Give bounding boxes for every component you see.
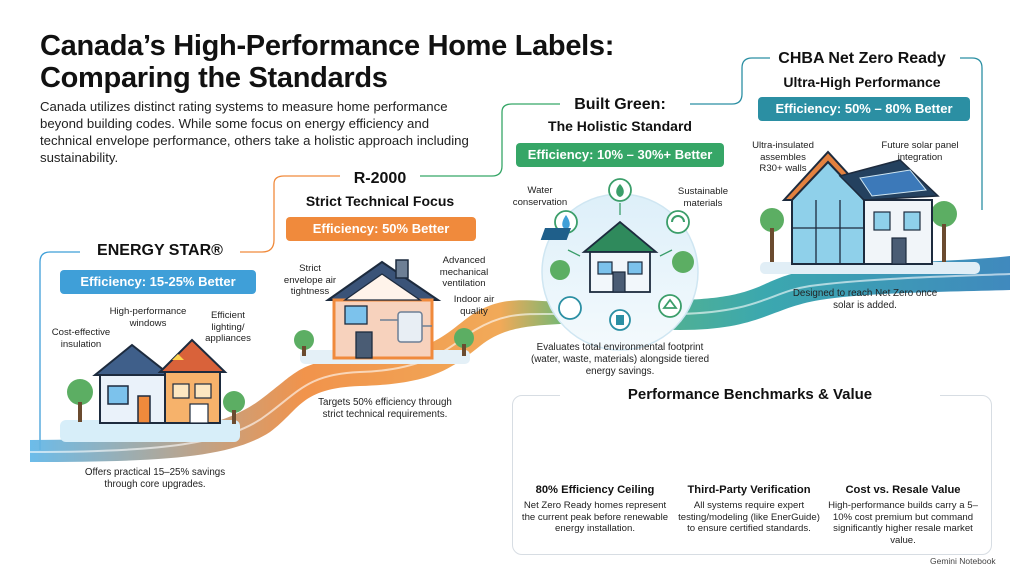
energy-star-house-illustration (60, 338, 245, 442)
benchmarks-panel (512, 395, 992, 555)
net-zero-title: CHBA Net Zero Ready (778, 50, 946, 67)
built-green-caption: Evaluates total environmental footprint … (530, 342, 710, 377)
net-zero-label-walls: Ultra-insulated assembles R30+ walls (752, 140, 814, 174)
net-zero-caption: Designed to reach Net Zero once solar is… (792, 288, 938, 311)
r2000-subtitle: Strict Technical Focus (305, 193, 455, 209)
title-line-1: Canada’s High-Performance Home Labels: (40, 30, 615, 62)
r2000-house-illustration (294, 259, 474, 364)
benchmark-text-verification: All systems require expert testing/model… (678, 500, 820, 535)
benchmarks-title: Performance Benchmarks & Value (560, 386, 940, 403)
built-green-label-water: Water conservation (512, 185, 568, 208)
page-title: Canada’s High-Performance Home Labels: C… (40, 30, 680, 94)
energy-star-label-windows: High-performance windows (109, 306, 187, 329)
brand-watermark: Gemini Notebook (930, 556, 996, 566)
r2000-label-ventilation: Advanced mechanical ventilation (439, 255, 489, 289)
built-green-house-illustration (540, 178, 699, 351)
benchmark-heading-ceiling: 80% Efficiency Ceiling (535, 484, 655, 496)
built-green-efficiency-badge: Efficiency: 10% – 30%+ Better (516, 143, 724, 167)
built-green-label-materials: Sustainable materials (677, 186, 729, 209)
energy-star-title: ENERGY STAR® (97, 242, 223, 259)
energy-star-caption: Offers practical 15–25% savings through … (84, 467, 226, 490)
benchmark-heading-cost: Cost vs. Resale Value (845, 484, 961, 496)
built-green-subtitle: The Holistic Standard (548, 118, 692, 134)
title-line-2: Comparing the Standards (40, 62, 388, 94)
r2000-label-air-tightness: Strict envelope air tightness (283, 263, 337, 297)
r2000-efficiency-badge: Efficiency: 50% Better (286, 217, 476, 241)
net-zero-house-illustration (760, 150, 980, 274)
benchmark-text-ceiling: Net Zero Ready homes represent the curre… (521, 500, 669, 535)
net-zero-efficiency-badge: Efficiency: 50% – 80% Better (758, 97, 970, 121)
built-green-title: Built Green: (574, 96, 666, 113)
r2000-caption: Targets 50% efficiency through strict te… (318, 397, 452, 420)
energy-star-label-lighting: Efficient lighting/ appliances (205, 310, 251, 344)
benchmark-heading-verification: Third-Party Verification (687, 484, 811, 496)
intro-text: Canada utilizes distinct rating systems … (40, 99, 469, 165)
net-zero-subtitle: Ultra-High Performance (783, 74, 941, 90)
energy-star-label-insulation: Cost-effective insulation (51, 327, 111, 350)
r2000-title: R-2000 (353, 170, 407, 187)
progress-ribbon (29, 256, 1011, 462)
energy-star-efficiency-badge: Efficiency: 15-25% Better (60, 270, 256, 294)
r2000-label-air-quality: Indoor air quality (453, 294, 495, 317)
net-zero-label-solar: Future solar panel integration (881, 140, 959, 163)
connector-lines (39, 57, 983, 450)
benchmark-text-cost: High-performance builds carry a 5–10% co… (828, 500, 978, 546)
